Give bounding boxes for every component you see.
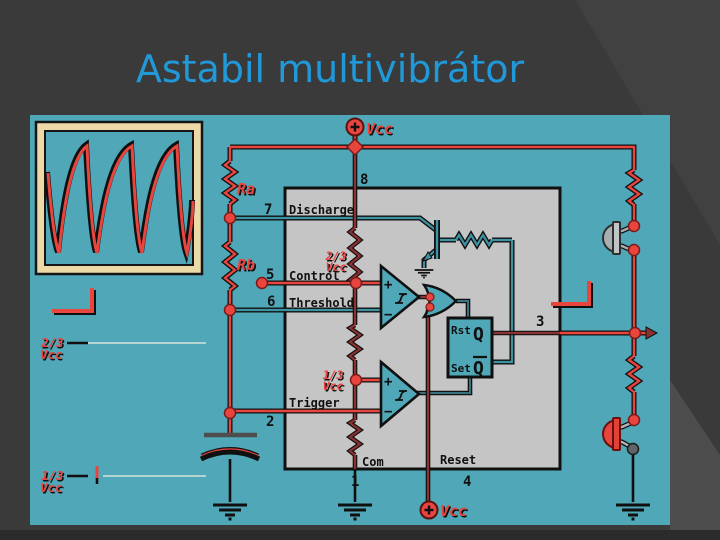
edge-symbol-left: [52, 288, 96, 315]
pin-number-8: 8: [360, 172, 368, 188]
waveform-inset: [34, 120, 204, 276]
edge-symbol-right: [551, 281, 593, 308]
led-flange: [612, 221, 621, 255]
ic-555-body: [283, 186, 562, 471]
ic-pin-name-labels: Discharge Control Threshold Trigger Com …: [289, 203, 476, 469]
comparator-trigger: + −: [379, 359, 422, 429]
plus-icon: [424, 505, 434, 515]
pin-label-com: Com: [362, 455, 384, 469]
circuit-panel: + − + − Rst Set Q Q: [30, 115, 670, 525]
ic-pin-numbers: 8 7 5 6 2 1 4 3: [264, 172, 544, 490]
wires-black: [228, 452, 635, 502]
pin-number-6: 6: [267, 294, 275, 310]
output-arrow-icon: [645, 326, 659, 340]
page-title: Astabil multivibrátor: [136, 47, 525, 91]
left-two-thirds-unit: Vcc: [40, 347, 63, 362]
plus-icon: [350, 122, 360, 132]
flip-flop: Rst Set Q Q: [446, 316, 494, 379]
led-top-off: [602, 221, 633, 255]
ref-one-third-frac: 1/3: [323, 368, 344, 382]
left-one-third-frac: 1/3: [41, 468, 64, 483]
pin-label-control: Control: [289, 269, 340, 283]
background-bottom-strip: [0, 530, 720, 540]
sawtooth-waveform: [44, 139, 195, 264]
wires-slate: [417, 298, 473, 396]
pin-number-3: 3: [536, 314, 544, 330]
capacitor-bottom-plate: [199, 449, 261, 462]
discharge-transistor: [413, 220, 440, 279]
flipflop-q-label: Q: [473, 324, 484, 345]
flipflop-set-label: Set: [451, 362, 471, 375]
junction-dots: [223, 137, 642, 456]
ref-two-thirds-frac: 2/3: [325, 249, 347, 263]
vcc-terminal-top: Vcc: [345, 117, 393, 138]
capacitor: [199, 432, 261, 462]
pin-label-discharge: Discharge: [289, 203, 354, 217]
comparator-threshold: + −: [379, 263, 422, 331]
flipflop-qbar-label: Q: [473, 358, 484, 379]
comparator2-plus-label: +: [384, 374, 392, 390]
vcc-top-label: Vcc: [366, 120, 393, 138]
left-two-thirds-frac: 2/3: [40, 335, 64, 350]
pin-number-7: 7: [264, 202, 272, 218]
comparator2-symbol-icon: [395, 390, 407, 401]
pin-number-4: 4: [463, 474, 471, 490]
left-reference-upper: 2/3 Vcc: [40, 335, 206, 362]
pin-label-threshold: Threshold: [289, 296, 354, 310]
pin-number-5: 5: [266, 267, 274, 283]
emitter-arrow-icon: [421, 251, 433, 262]
vcc-terminal-bottom: Vcc: [419, 500, 467, 520]
left-reference-lower: 1/3 Vcc: [40, 466, 206, 495]
background-bottom-right-wedge: [670, 380, 720, 540]
comparator1-symbol-icon: [395, 293, 407, 304]
pin-number-1: 1: [351, 474, 359, 490]
pin-label-reset: Reset: [440, 453, 476, 467]
rail-junction-diamond: [345, 137, 365, 157]
cathode-dot: [626, 442, 640, 456]
ref-one-third-unit: Vcc: [323, 379, 344, 393]
comparator1-plus-label: +: [384, 277, 392, 293]
ref-two-thirds-unit: Vcc: [326, 260, 347, 274]
pin-number-2: 2: [266, 414, 274, 430]
pin-label-trigger: Trigger: [289, 396, 340, 410]
led-flange: [612, 417, 621, 451]
comparator1-minus-label: −: [384, 307, 392, 323]
wires-teal: [230, 215, 515, 365]
red-labels: Ra Rb 2/3 Vcc 1/3 Vcc: [237, 180, 346, 393]
resistor-ra-label: Ra: [237, 180, 255, 198]
comparator2-minus-label: −: [384, 404, 392, 420]
flipflop-rst-label: Rst: [451, 324, 471, 337]
resistor-rb-label: Rb: [237, 256, 255, 274]
left-one-third-unit: Vcc: [40, 480, 63, 495]
vcc-bottom-label: Vcc: [440, 502, 467, 520]
